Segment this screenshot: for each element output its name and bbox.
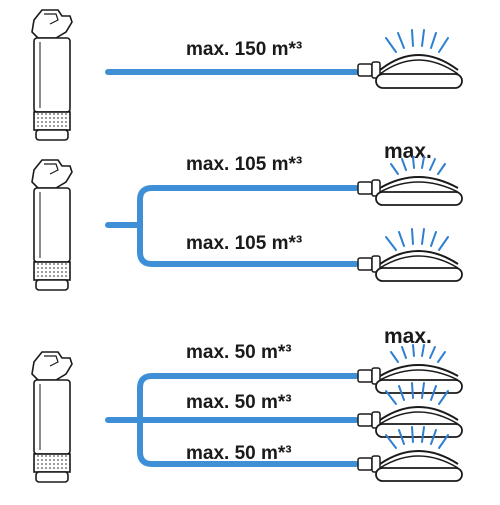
scenario-3: max. 50 m*³ max. 50 m*³ max. 50 m*³ max. xyxy=(31,325,463,483)
hose-length-label: max. 50 m*³ xyxy=(186,443,292,464)
max-flow-label: max. xyxy=(384,325,432,348)
max-flow-label: max. xyxy=(384,140,432,163)
hose-line xyxy=(105,373,359,467)
submersible-pump-icon xyxy=(31,9,73,141)
submersible-pump-icon xyxy=(31,351,73,483)
oscillating-sprinkler-icon xyxy=(357,344,463,394)
hose-line xyxy=(105,185,359,267)
oscillating-sprinkler-icon xyxy=(357,156,463,206)
hose-length-label: max. 105 m*³ xyxy=(186,154,302,175)
oscillating-sprinkler-icon xyxy=(357,29,463,89)
oscillating-sprinkler-icon xyxy=(357,228,463,282)
scenario-1: max. 150 m*³ xyxy=(31,9,463,141)
hose-length-label: max. 50 m*³ xyxy=(186,392,292,413)
oscillating-sprinkler-icon xyxy=(357,382,463,438)
hose-length-label: max. 105 m*³ xyxy=(186,233,302,254)
hose-length-label: max. 50 m*³ xyxy=(186,342,292,363)
submersible-pump-icon xyxy=(31,159,73,291)
oscillating-sprinkler-icon xyxy=(357,426,463,482)
hose-length-label: max. 150 m*³ xyxy=(186,39,302,60)
scenario-2: max. 105 m*³ max. 105 m*³ max. xyxy=(31,140,463,291)
